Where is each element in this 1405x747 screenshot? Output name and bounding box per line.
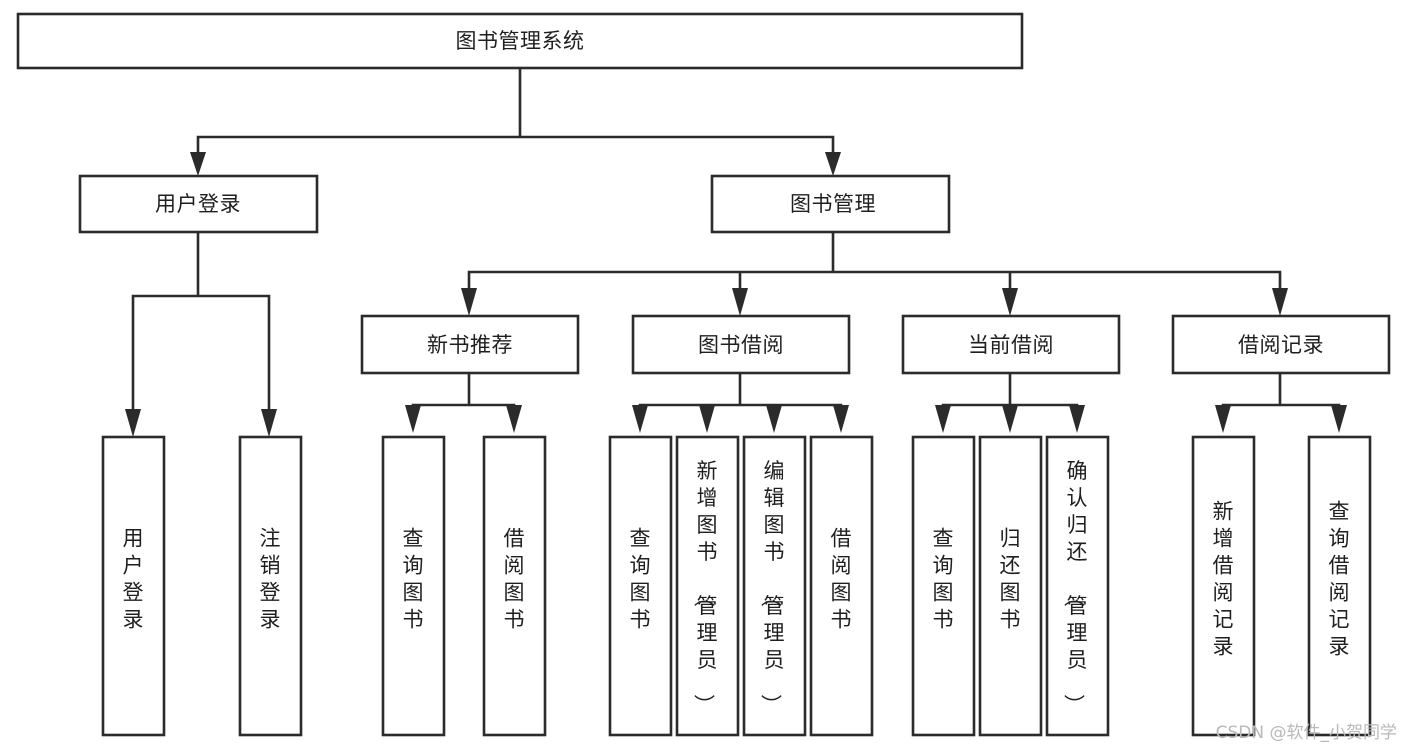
node-leaf-confirm-return-label: 确认归还（管理员）	[1062, 459, 1088, 715]
node-leaf-query-book-1-label: 查询图书	[403, 527, 424, 632]
node-user-login-label: 用户登录	[155, 192, 241, 216]
arrowhead-to-new-book-rec	[461, 288, 477, 316]
node-leaf-return-book-label: 归还图书	[1000, 527, 1021, 632]
connector-root-to-level1	[196, 66, 835, 162]
node-leaf-confirm-return[interactable]: 确认归还（管理员）	[1045, 435, 1110, 737]
node-root[interactable]: 图书管理系统	[16, 12, 1024, 70]
arrowhead-to-leaf-query-book-2	[632, 405, 648, 433]
arrowhead-to-borrow-record	[1272, 288, 1288, 316]
node-leaf-query-book-2[interactable]: 查询图书	[608, 435, 673, 737]
node-leaf-query-record[interactable]: 查询借阅记录	[1307, 435, 1372, 737]
connector-newbookrec-to-leaves	[411, 371, 516, 415]
arrowhead-to-leaf-confirm-return	[1069, 405, 1085, 433]
node-leaf-borrow-book-1[interactable]: 借阅图书	[482, 435, 547, 737]
node-new-book-recommend-label: 新书推荐	[427, 333, 513, 357]
node-leaf-query-book-1-box[interactable]	[381, 435, 446, 737]
node-current-borrow-box[interactable]	[901, 314, 1121, 375]
node-book-mgmt[interactable]: 图书管理	[710, 174, 951, 234]
node-leaf-query-record-box[interactable]	[1307, 435, 1372, 737]
node-borrow-record[interactable]: 借阅记录	[1171, 314, 1391, 375]
node-leaf-edit-book[interactable]: 编辑图书（管理员）	[742, 435, 807, 737]
arrowhead-layer	[125, 152, 1347, 437]
node-current-borrow[interactable]: 当前借阅	[901, 314, 1121, 375]
node-leaf-return-book-box[interactable]	[978, 435, 1043, 737]
node-leaf-query-book-1[interactable]: 查询图书	[381, 435, 446, 737]
node-leaf-add-record-label: 新增借阅记录	[1213, 500, 1234, 659]
node-book-mgmt-label: 图书管理	[790, 192, 876, 216]
csdn-watermark: CSDN @软件_小贺同学	[1215, 723, 1397, 743]
node-new-book-recommend-box[interactable]	[360, 314, 580, 375]
arrowhead-to-leaf-query-record	[1331, 405, 1347, 433]
node-book-borrow-label: 图书借阅	[698, 333, 784, 357]
node-leaf-borrow-book-1-box[interactable]	[482, 435, 547, 737]
connector-layer	[131, 66, 1341, 415]
node-root-box[interactable]	[16, 12, 1024, 70]
node-leaf-edit-book-label: 编辑图书（管理员）	[759, 459, 785, 715]
node-new-book-recommend[interactable]: 新书推荐	[360, 314, 580, 375]
node-leaf-add-book-label: 新增图书（管理员）	[692, 459, 718, 715]
arrowhead-to-leaf-borrow-book-1	[506, 405, 522, 433]
node-borrow-record-label: 借阅记录	[1238, 333, 1324, 357]
arrowhead-to-current-borrow	[1002, 288, 1018, 316]
node-book-mgmt-box[interactable]	[710, 174, 951, 234]
node-leaf-query-book-2-box[interactable]	[608, 435, 673, 737]
arrowhead-to-book-borrow	[732, 288, 748, 316]
node-leaf-add-book-box[interactable]	[675, 435, 740, 737]
node-leaf-query-book-3[interactable]: 查询图书	[911, 435, 976, 737]
arrowhead-to-leaf-borrow-book-2	[833, 405, 849, 433]
arrowhead-to-leaf-logout	[261, 409, 277, 437]
connector-userlogin-to-leaves	[131, 230, 271, 415]
node-borrow-record-box[interactable]	[1171, 314, 1391, 375]
arrowhead-to-leaf-return-book	[1002, 405, 1018, 433]
node-leaf-logout[interactable]: 注销登录	[238, 435, 303, 737]
arrowhead-to-leaf-query-book-1	[405, 405, 421, 433]
node-leaf-query-book-3-label: 查询图书	[933, 527, 954, 632]
node-leaf-query-book-2-label: 查询图书	[630, 527, 651, 632]
node-leaf-borrow-book-2-box[interactable]	[809, 435, 874, 737]
node-leaf-query-book-3-box[interactable]	[911, 435, 976, 737]
node-leaf-return-book[interactable]: 归还图书	[978, 435, 1043, 737]
node-leaf-confirm-return-box[interactable]	[1045, 435, 1110, 737]
node-leaf-borrow-book-1-label: 借阅图书	[504, 527, 525, 632]
arrowhead-to-book-mgmt	[825, 152, 841, 176]
node-leaf-query-record-label: 查询借阅记录	[1329, 500, 1350, 659]
node-leaf-add-record-box[interactable]	[1191, 435, 1256, 737]
node-leaf-user-login-box[interactable]	[101, 435, 166, 737]
leaf-node-layer: 用户登录 注销登录 查询图书 借阅图书 查询图书 新增图书（管理员）	[101, 435, 1372, 737]
node-book-borrow-box[interactable]	[631, 314, 851, 375]
node-leaf-user-login[interactable]: 用户登录	[101, 435, 166, 737]
arrowhead-to-user-login	[190, 152, 206, 176]
node-leaf-borrow-book-2-label: 借阅图书	[831, 527, 852, 632]
node-current-borrow-label: 当前借阅	[968, 333, 1054, 357]
node-leaf-edit-book-box[interactable]	[742, 435, 807, 737]
connector-bookborrow-to-leaves	[638, 371, 843, 415]
arrowhead-to-leaf-edit-book	[766, 405, 782, 433]
node-leaf-logout-box[interactable]	[238, 435, 303, 737]
node-user-login[interactable]: 用户登录	[78, 174, 319, 234]
connector-bookmgmt-to-level2	[467, 230, 1282, 298]
node-root-label: 图书管理系统	[456, 29, 585, 53]
node-book-borrow[interactable]: 图书借阅	[631, 314, 851, 375]
arrowhead-to-leaf-add-record	[1215, 405, 1231, 433]
arrowhead-to-leaf-query-book-3	[935, 405, 951, 433]
node-user-login-box[interactable]	[78, 174, 319, 234]
node-leaf-logout-label: 注销登录	[260, 527, 281, 632]
arrowhead-to-leaf-user-login	[125, 409, 141, 437]
node-leaf-user-login-label: 用户登录	[123, 527, 144, 632]
node-leaf-add-record[interactable]: 新增借阅记录	[1191, 435, 1256, 737]
connector-borrowrecord-to-leaves	[1221, 371, 1341, 415]
arrowhead-to-leaf-add-book	[699, 405, 715, 433]
node-leaf-add-book[interactable]: 新增图书（管理员）	[675, 435, 740, 737]
node-leaf-borrow-book-2[interactable]: 借阅图书	[809, 435, 874, 737]
